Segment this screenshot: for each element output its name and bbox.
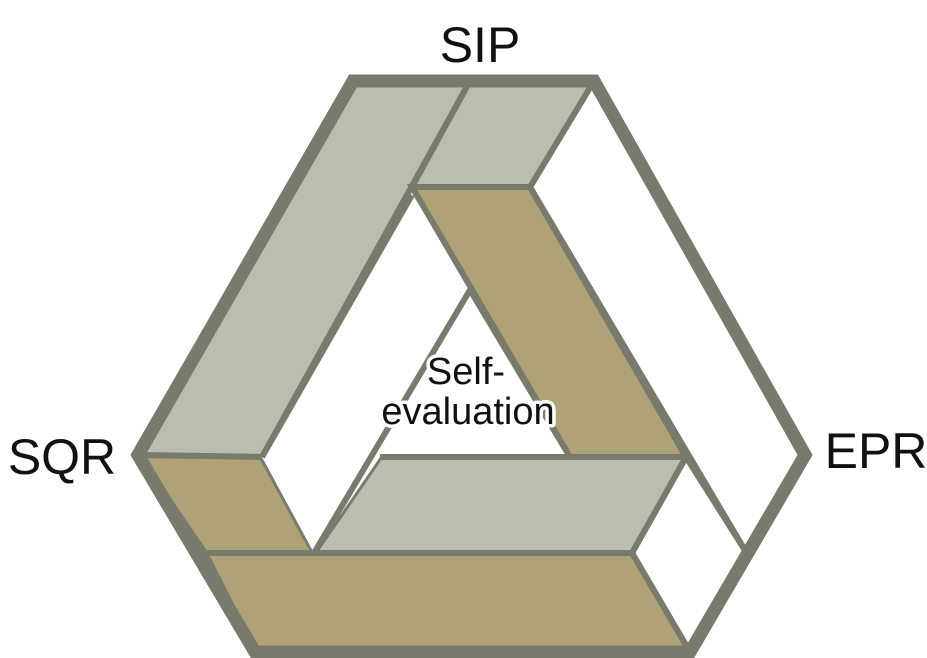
- band-bottom-tan: [200, 550, 696, 655]
- label-self: Self-: [427, 351, 505, 393]
- label-sip: SIP: [440, 17, 521, 73]
- inner-edge-left: [259, 193, 415, 459]
- outer-hexagon-outline: [130, 74, 813, 658]
- label-sqr: SQR: [8, 429, 116, 485]
- label-epr: EPR: [825, 423, 927, 479]
- inner-edge-small: [311, 284, 573, 555]
- label-evaluation: evaluation: [381, 391, 554, 433]
